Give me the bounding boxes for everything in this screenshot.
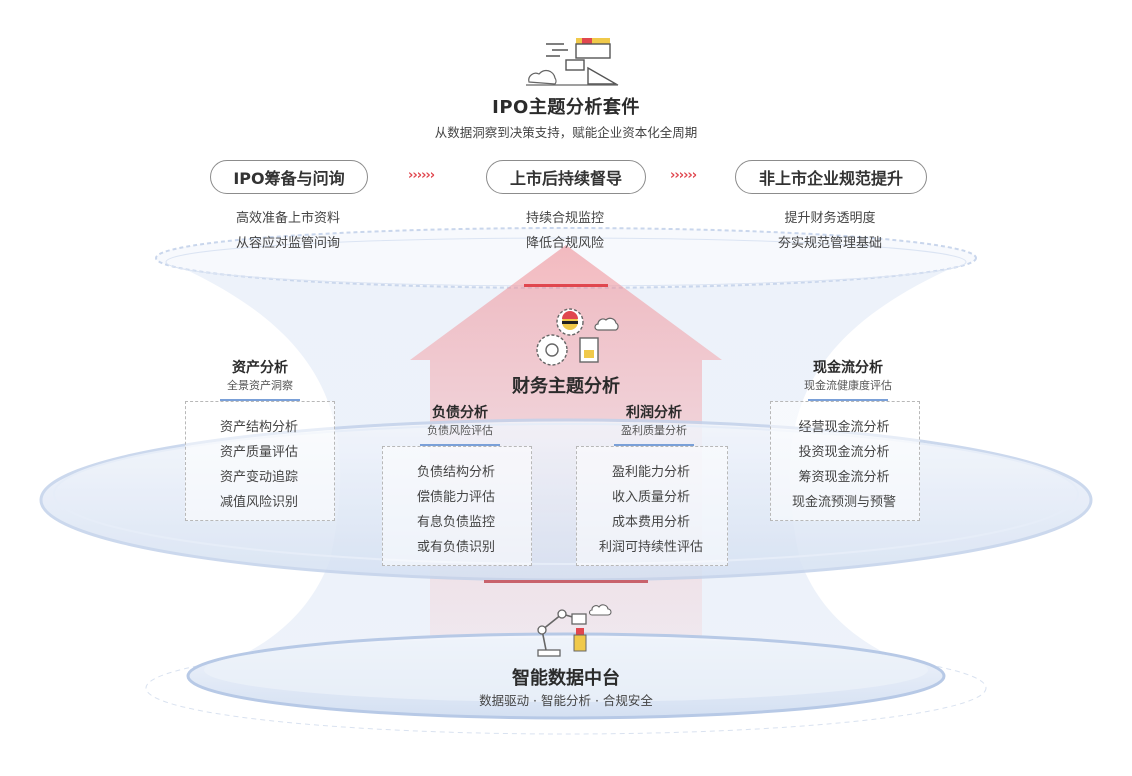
base-subtitle: 数据驱动 · 智能分析 · 合规安全 [479, 693, 653, 708]
module-box-assets [185, 401, 335, 521]
module-title-cashflow: 现金流分析 [813, 360, 883, 376]
list-item: 利润可持续性评估 [598, 540, 703, 555]
module-title-profit: 利润分析 [626, 405, 682, 421]
module-accent [220, 399, 300, 401]
list-item: 或有负债识别 [416, 540, 495, 555]
module-subtitle-liabilities: 负债风险评估 [427, 424, 493, 437]
list-item: 筹资现金流分析 [798, 470, 890, 485]
module-accent [808, 399, 888, 401]
stage-item: 从容应对监管问询 [235, 236, 340, 251]
module-subtitle-cashflow: 现金流健康度评估 [804, 379, 892, 392]
workflow-diagram-icon [526, 38, 619, 86]
stage-item: 降低合规风险 [525, 236, 604, 251]
list-item: 收入质量分析 [611, 490, 690, 505]
list-item: 资产结构分析 [219, 420, 298, 435]
list-item: 有息负债监控 [416, 515, 495, 530]
stage-item: 提升财务透明度 [784, 211, 876, 226]
list-item: 经营现金流分析 [798, 420, 890, 435]
list-item: 负债结构分析 [416, 465, 495, 480]
module-subtitle-assets: 全景资产洞察 [227, 379, 293, 392]
flow-arrows-1: ›››››› [408, 168, 435, 183]
module-box-profit [576, 446, 728, 566]
suite-title: IPO主题分析套件 [492, 97, 640, 118]
gears-document-icon [536, 308, 619, 366]
module-title-assets: 资产分析 [232, 360, 288, 376]
stage-pill-non-listed: 非上市企业规范提升 [735, 160, 927, 194]
stage-pill-ipo-prep: IPO筹备与问询 [210, 160, 368, 194]
list-item: 盈利能力分析 [611, 465, 690, 480]
bottom-connector-bar [484, 580, 648, 583]
list-item: 资产变动追踪 [219, 470, 298, 485]
module-accent [614, 444, 694, 446]
module-box-liabilities [382, 446, 532, 566]
list-item: 投资现金流分析 [798, 445, 890, 460]
robot-arm-icon [537, 604, 612, 657]
suite-subtitle: 从数据洞察到决策支持，赋能企业资本化全周期 [434, 125, 698, 140]
top-connector-bar [524, 284, 608, 287]
stage-item: 夯实规范管理基础 [777, 236, 882, 251]
stage-item: 持续合规监控 [525, 211, 604, 226]
list-item: 成本费用分析 [611, 515, 690, 530]
module-title-liabilities: 负债分析 [432, 405, 488, 421]
module-box-cashflow [770, 401, 920, 521]
module-subtitle-profit: 盈利质量分析 [621, 424, 687, 437]
stage-pill-post-listing: 上市后持续督导 [486, 160, 646, 194]
middle-title: 财务主题分析 [512, 376, 620, 397]
list-item: 减值风险识别 [219, 495, 298, 510]
list-item: 资产质量评估 [219, 445, 298, 460]
list-item: 现金流预测与预警 [791, 495, 896, 510]
flow-arrows-2: ›››››› [670, 168, 697, 183]
base-title: 智能数据中台 [512, 668, 620, 689]
stage-item: 高效准备上市资料 [235, 211, 340, 226]
list-item: 偿债能力评估 [416, 490, 495, 505]
module-accent [420, 444, 500, 446]
